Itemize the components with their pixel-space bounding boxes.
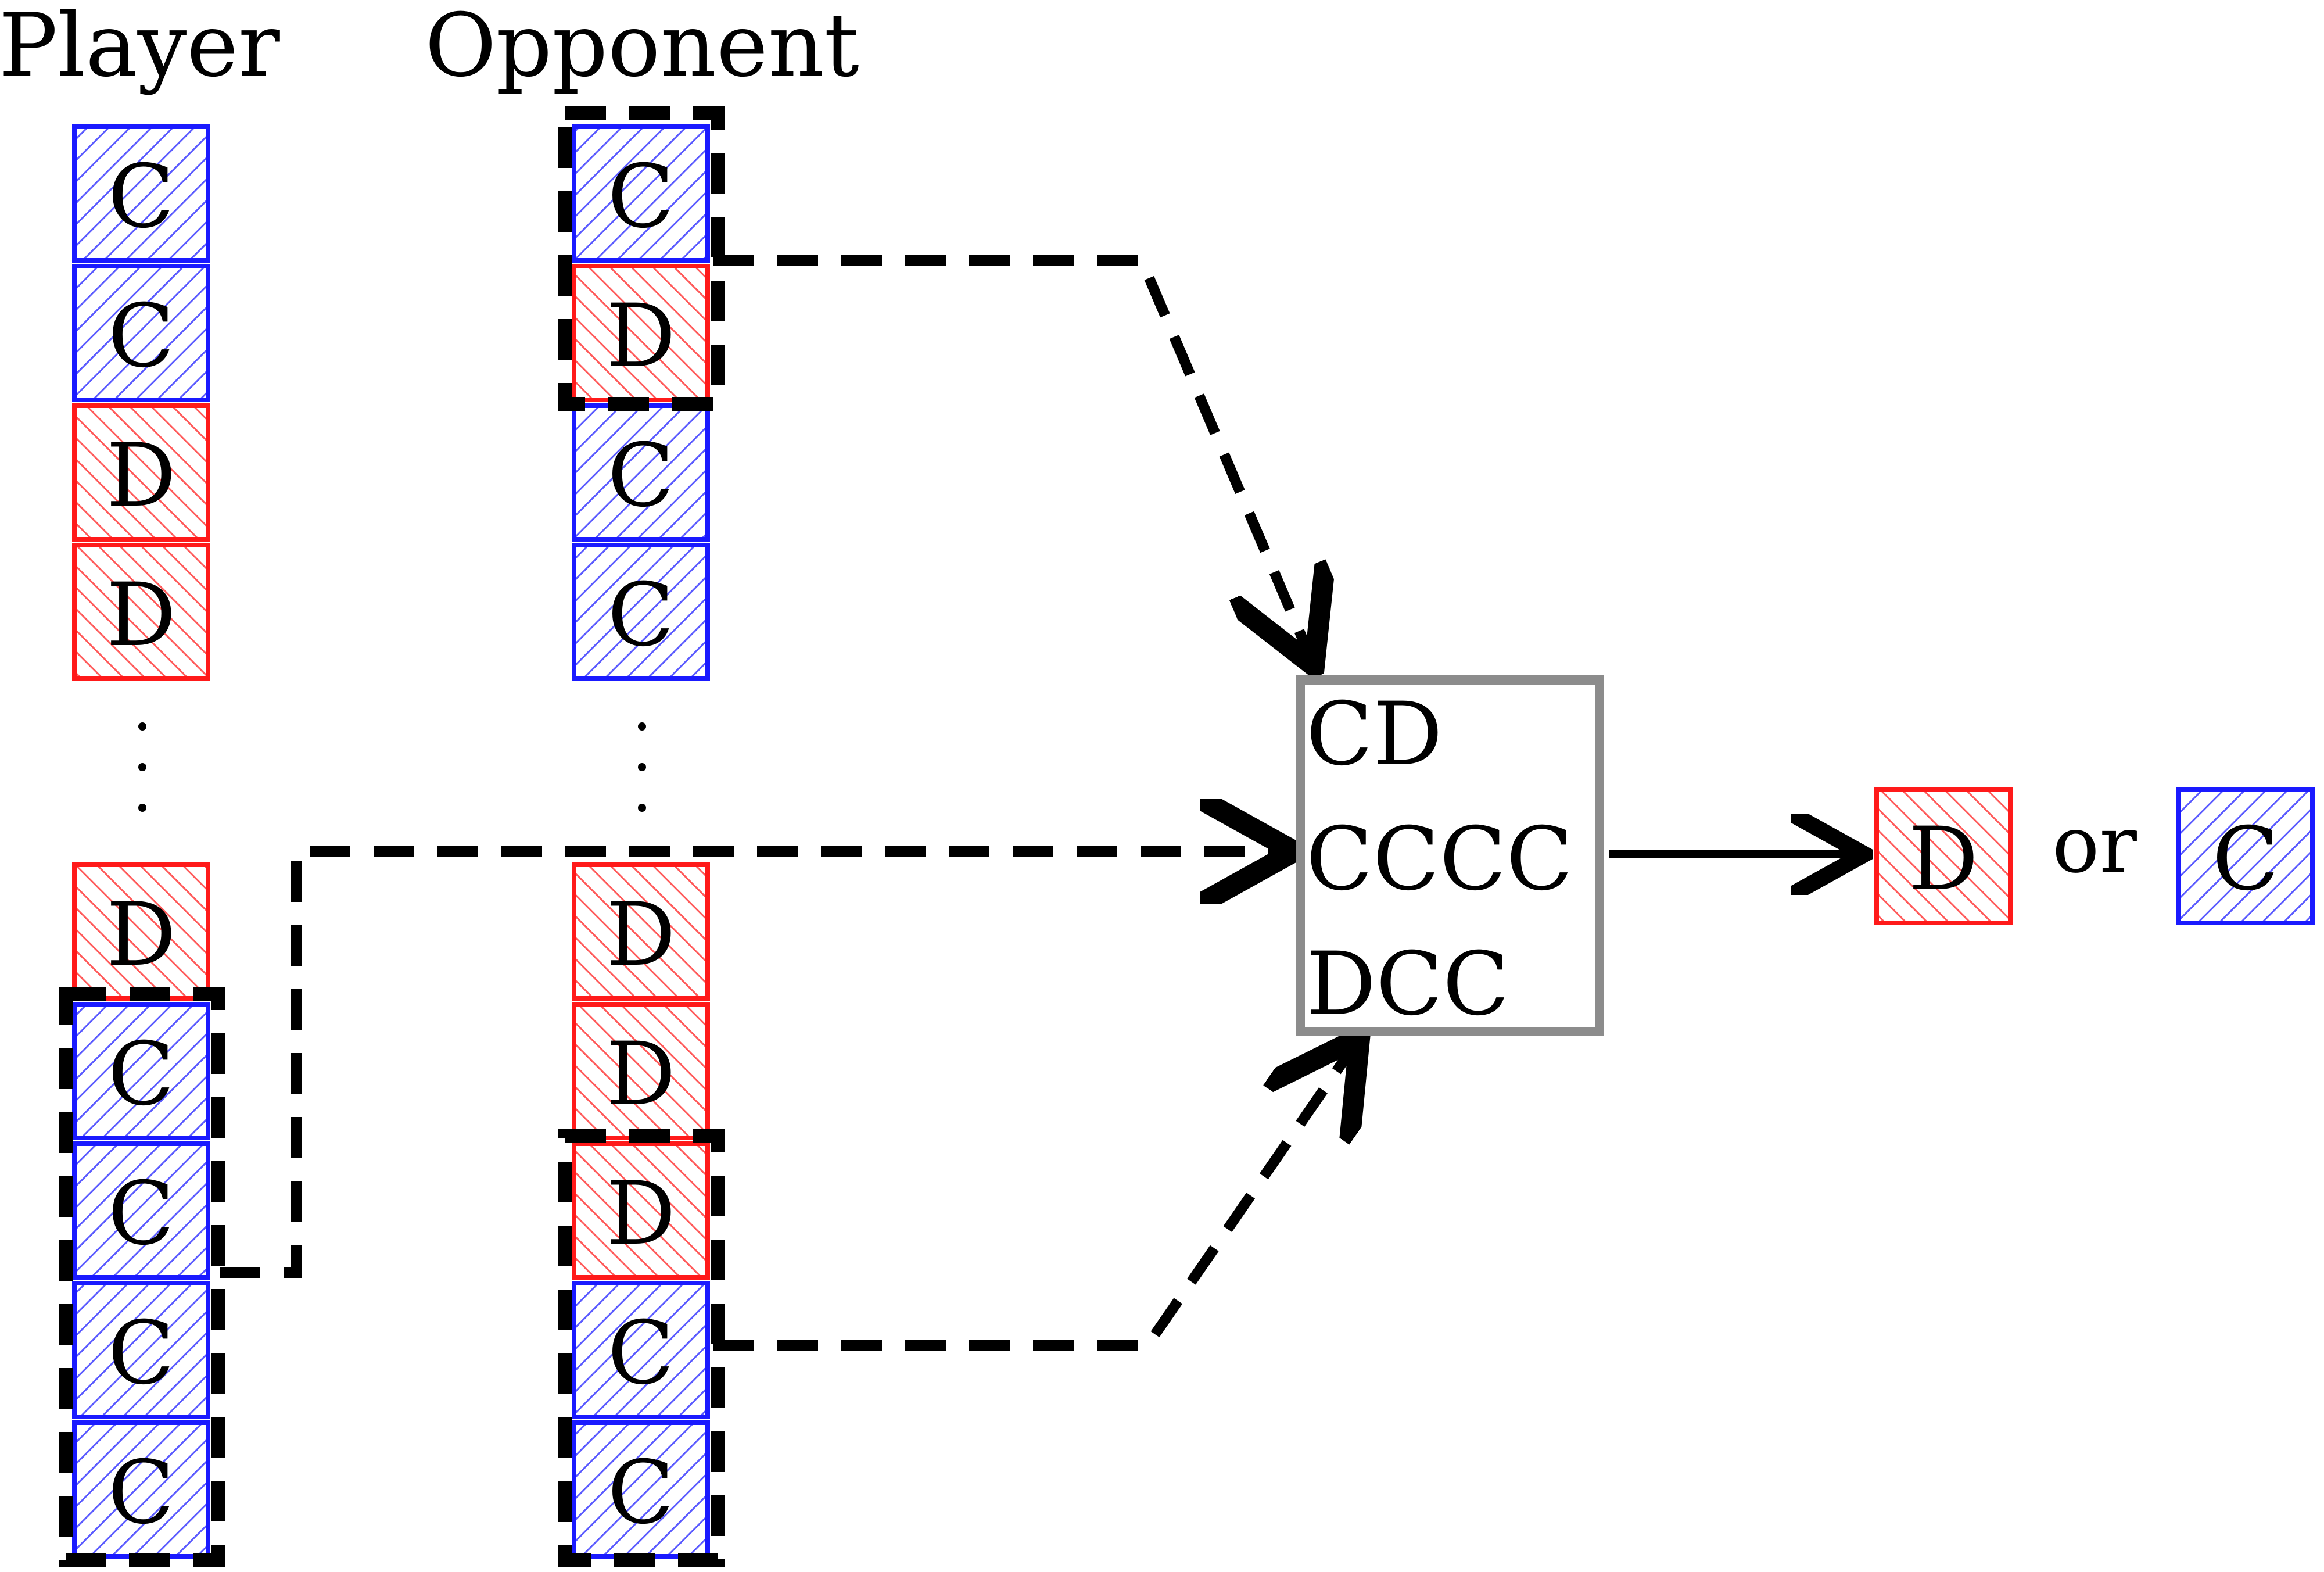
- ellipsis-dot: [638, 804, 646, 812]
- memory-box: CD CCCC DCC: [1296, 675, 1604, 1036]
- opponent-move: D: [572, 264, 710, 402]
- move-letter: D: [606, 885, 676, 986]
- player-header: Player: [0, 0, 280, 96]
- ellipsis-dot: [638, 763, 646, 771]
- move-cell-fill: [572, 1141, 710, 1280]
- output-options: D or C: [1874, 787, 2315, 925]
- move-letter: D: [606, 1163, 676, 1265]
- ellipsis-dot: [138, 763, 146, 771]
- output-option-cooperate: C: [2176, 787, 2315, 925]
- move-cell-fill: [1874, 787, 2013, 925]
- dashed-connectors: [220, 255, 1354, 1351]
- opponent-move: C: [572, 403, 710, 542]
- player-move: D: [72, 862, 210, 1001]
- move-cell-fill: [72, 1002, 210, 1140]
- memory-line: DCC: [1306, 934, 1509, 1035]
- ellipsis-dot: [138, 722, 146, 731]
- move-letter: C: [608, 1303, 675, 1404]
- move-letter: C: [2212, 809, 2279, 910]
- move-cell-fill: [72, 1281, 210, 1419]
- opponent-move: D: [572, 1141, 710, 1280]
- opponent-move: D: [572, 1002, 710, 1140]
- move-letter: D: [106, 565, 176, 666]
- player-move: C: [72, 124, 210, 263]
- opponent-ellipsis: [638, 722, 646, 812]
- move-cell-fill: [72, 264, 210, 402]
- output-separator: or: [2052, 799, 2137, 890]
- arrow-player-last-to-memory: [220, 851, 1284, 1278]
- move-letter: C: [608, 565, 675, 666]
- memory-frame: [1296, 675, 1604, 1036]
- player-move: C: [72, 1420, 210, 1559]
- output-move: C: [2176, 787, 2315, 925]
- ellipsis-dot: [638, 722, 646, 731]
- arrow-opponent-first-to-memory: [713, 255, 1310, 657]
- player-move: C: [72, 1281, 210, 1419]
- move-letter: C: [108, 1163, 175, 1265]
- move-letter: C: [608, 425, 675, 527]
- opponent-move: C: [572, 124, 710, 263]
- move-letter: C: [108, 1024, 175, 1125]
- memory-line: CD: [1306, 684, 1443, 785]
- player-move: C: [72, 1002, 210, 1140]
- move-cell-fill: [72, 543, 210, 681]
- arrow-opponent-last-to-memory: [713, 1046, 1354, 1351]
- opponent-move: C: [572, 1281, 710, 1419]
- move-cell-fill: [572, 1281, 710, 1419]
- move-letter: C: [108, 1442, 175, 1544]
- move-letter: C: [608, 1442, 675, 1544]
- move-letter: D: [106, 885, 176, 986]
- player-move: D: [72, 543, 210, 681]
- opponent-header: Opponent: [425, 0, 859, 96]
- opponent-move: C: [572, 1420, 710, 1559]
- move-cell-fill: [572, 124, 710, 263]
- move-cell-fill: [72, 1141, 210, 1280]
- move-letter: D: [1909, 809, 1978, 910]
- player-move: C: [72, 264, 210, 402]
- move-letter: C: [108, 1303, 175, 1404]
- move-letter: C: [108, 146, 175, 248]
- move-cell-fill: [572, 862, 710, 1001]
- output-move: D: [1874, 787, 2013, 925]
- ellipsis-dot: [138, 804, 146, 812]
- player-move: D: [72, 403, 210, 542]
- move-letter: D: [606, 286, 676, 387]
- move-letter: D: [606, 1024, 676, 1125]
- move-cell-fill: [2176, 787, 2315, 925]
- player-move: C: [72, 1141, 210, 1280]
- move-letter: C: [108, 286, 175, 387]
- selection-frames: [59, 106, 725, 1567]
- move-letter: D: [106, 425, 176, 527]
- output-option-defect: D: [1874, 787, 2013, 925]
- move-letter: C: [608, 146, 675, 248]
- player-last-four-frame: [59, 987, 225, 1567]
- opponent-move: C: [572, 543, 710, 681]
- opponent-last-three-frame: [558, 1129, 725, 1567]
- memory-line: CCCC: [1306, 809, 1573, 910]
- opponent-first-two-frame: [558, 106, 725, 411]
- move-cell-fill: [72, 124, 210, 263]
- move-cell-fill: [72, 403, 210, 542]
- player-ellipsis: [138, 722, 146, 812]
- opponent-move: D: [572, 862, 710, 1001]
- move-cell-fill: [572, 543, 710, 681]
